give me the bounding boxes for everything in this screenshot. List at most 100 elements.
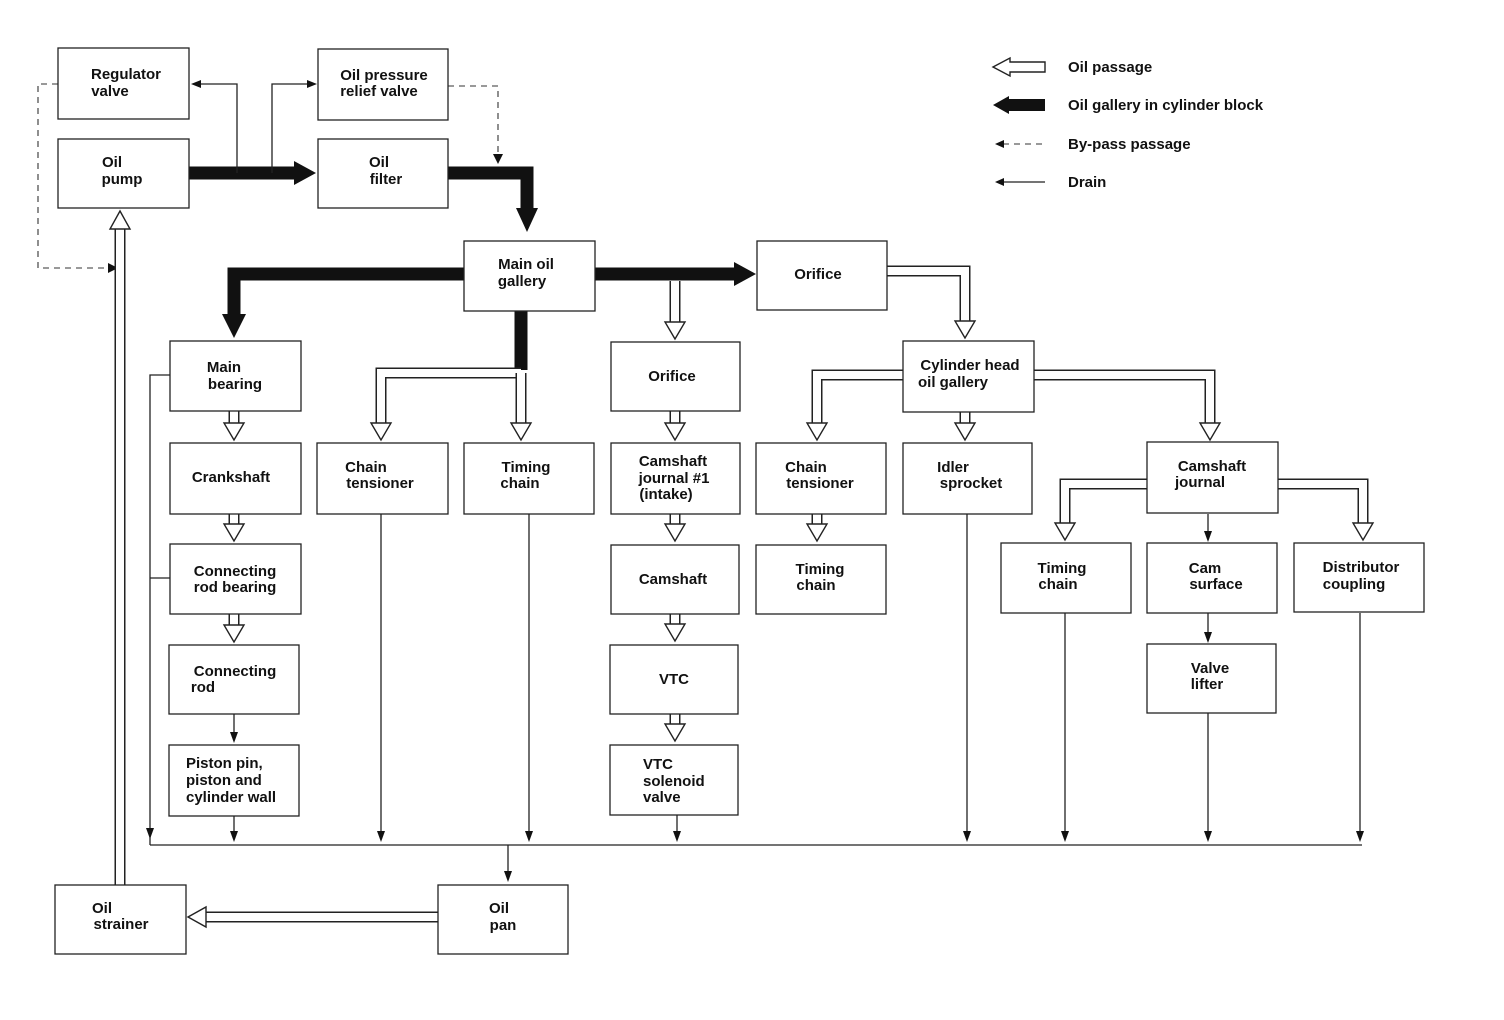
- distributor-coupling-label-1: Distributor: [1323, 559, 1400, 576]
- valve-lifter-label-1: Valve: [1191, 660, 1229, 677]
- valve-lifter-box: Valve lifter: [1146, 643, 1277, 714]
- vtc-solenoid-valve-box: VTC solenoid valve: [609, 744, 739, 816]
- distributor-coupling-label-2: coupling: [1323, 576, 1386, 593]
- oil-pump-label-1: Oil: [102, 154, 122, 171]
- regulator-valve-label-2: valve: [91, 83, 129, 100]
- legend-bypass-label: By-pass passage: [1068, 136, 1191, 153]
- timing-chain-mid-label-1: Timing: [796, 561, 845, 578]
- connecting-rod-label-2: rod: [191, 679, 215, 696]
- connecting-rod-bearing-box: Connecting rod bearing: [169, 543, 302, 615]
- distributor-coupling-box: Distributor coupling: [1293, 542, 1425, 613]
- timing-chain-right-label-1: Timing: [1038, 560, 1087, 577]
- vtc-label: VTC: [659, 671, 689, 688]
- crankshaft-box: Crankshaft: [169, 442, 302, 515]
- oil-pressure-relief-valve-box: Oil pressure relief valve: [317, 48, 449, 121]
- cylinder-head-gallery-label-1: Cylinder head: [920, 357, 1019, 374]
- legend-drain-label: Drain: [1068, 174, 1106, 191]
- hollow-passages: [108, 209, 1375, 929]
- main-bearing-box: Main bearing: [169, 340, 302, 412]
- relief-valve-label-2: relief valve: [340, 83, 418, 100]
- relief-valve-label-1: Oil pressure: [340, 67, 428, 84]
- vtc-solenoid-label-3: valve: [643, 789, 681, 806]
- piston-pin-label-1: Piston pin,: [186, 755, 263, 772]
- connecting-rod-label-1: Connecting: [194, 663, 277, 680]
- valve-lifter-label-2: lifter: [1191, 676, 1224, 693]
- legend-drain-arrow-icon: [995, 178, 1045, 186]
- regulator-valve-label-1: Regulator: [91, 66, 161, 83]
- main-oil-gallery-label-2: gallery: [498, 273, 547, 290]
- connecting-rod-bearing-label-2: rod bearing: [194, 579, 277, 596]
- cylinder-head-gallery-label-2: oil gallery: [918, 374, 989, 391]
- main-oil-gallery-label-1: Main oil: [498, 256, 554, 273]
- camshaft-journal-label-1: Camshaft: [1178, 458, 1246, 475]
- legend-oil-passage-label: Oil passage: [1068, 59, 1152, 76]
- chain-tensioner-right-label-1: Chain: [785, 459, 827, 476]
- camshaft-journal-1-label-2: journal #1: [638, 470, 710, 487]
- oil-pan-label-1: Oil: [489, 900, 509, 917]
- regulator-valve-box: Regulator valve: [57, 47, 190, 120]
- idler-sprocket-box: Idler sprocket: [902, 442, 1033, 515]
- legend-oil-gallery-label: Oil gallery in cylinder block: [1068, 97, 1264, 114]
- chain-tensioner-left-box: Chain tensioner: [316, 442, 449, 515]
- vtc-solenoid-label-2: solenoid: [643, 773, 705, 790]
- timing-chain-mid-box: Timing chain: [755, 544, 887, 615]
- camshaft-box: Camshaft: [610, 544, 740, 615]
- connecting-rod-bearing-label-1: Connecting: [194, 563, 277, 580]
- idler-sprocket-label-1: Idler: [937, 459, 969, 476]
- oil-filter-box: Oil filter: [317, 138, 449, 209]
- orifice-top-box: Orifice: [756, 240, 888, 311]
- chain-tensioner-left-label-1: Chain: [345, 459, 387, 476]
- connecting-rod-box: Connecting rod: [168, 644, 300, 715]
- camshaft-journal-box: Camshaft journal: [1146, 441, 1279, 514]
- main-bearing-label-2: bearing: [208, 376, 262, 393]
- camshaft-journal-1-label-3: (intake): [639, 486, 692, 503]
- oil-pan-label-2: pan: [490, 917, 517, 934]
- oil-strainer-label-2: strainer: [93, 916, 148, 933]
- cam-surface-label-2: surface: [1189, 576, 1242, 593]
- vtc-solenoid-label-1: VTC: [643, 756, 673, 773]
- legend-thick-arrow-icon: [993, 96, 1045, 114]
- crankshaft-label: Crankshaft: [192, 469, 270, 486]
- cam-surface-box: Cam surface: [1146, 542, 1278, 614]
- oil-pump-box: Oil pump: [57, 138, 190, 209]
- piston-pin-label-3: cylinder wall: [186, 789, 276, 806]
- pump-outlet-lines: [191, 80, 317, 173]
- chain-tensioner-right-label-2: tensioner: [786, 475, 854, 492]
- oil-strainer-box: Oil strainer: [54, 884, 187, 955]
- bypass-lines: [37, 83, 503, 273]
- cylinder-head-oil-gallery-box: Cylinder head oil gallery: [902, 340, 1035, 413]
- orifice-mid-box: Orifice: [610, 341, 741, 412]
- oil-pan-box: Oil pan: [437, 884, 569, 955]
- gallery-arrows: [189, 161, 756, 370]
- legend-hollow-arrow-icon: [991, 56, 1046, 78]
- timing-chain-left-label-1: Timing: [502, 459, 551, 476]
- cam-surface-label-1: Cam: [1189, 560, 1222, 577]
- timing-chain-left-box: Timing chain: [463, 442, 595, 515]
- timing-chain-right-box: Timing chain: [1000, 542, 1132, 614]
- oil-pump-label-2: pump: [102, 171, 143, 188]
- piston-pin-box: Piston pin, piston and cylinder wall: [168, 744, 300, 817]
- idler-sprocket-label-2: sprocket: [940, 475, 1003, 492]
- oil-filter-label-2: filter: [370, 171, 403, 188]
- legend: Oil passage Oil gallery in cylinder bloc…: [991, 56, 1264, 191]
- main-oil-gallery-box: Main oil gallery: [463, 240, 596, 312]
- camshaft-label: Camshaft: [639, 571, 707, 588]
- orifice-top-label: Orifice: [794, 266, 842, 283]
- orifice-mid-label: Orifice: [648, 368, 696, 385]
- timing-chain-right-label-2: chain: [1038, 576, 1077, 593]
- main-bearing-label-1: Main: [207, 359, 241, 376]
- chain-tensioner-left-label-2: tensioner: [346, 475, 414, 492]
- timing-chain-mid-label-2: chain: [796, 577, 835, 594]
- piston-pin-label-2: piston and: [186, 772, 262, 789]
- oil-strainer-label-1: Oil: [92, 900, 112, 917]
- timing-chain-left-label-2: chain: [500, 475, 539, 492]
- camshaft-journal-1-box: Camshaft journal #1 (intake): [610, 442, 741, 515]
- camshaft-journal-label-2: journal: [1174, 474, 1225, 491]
- camshaft-journal-1-label-1: Camshaft: [639, 453, 707, 470]
- vtc-box: VTC: [609, 644, 739, 715]
- legend-bypass-arrow-icon: [995, 140, 1045, 148]
- chain-tensioner-right-box: Chain tensioner: [755, 442, 887, 515]
- drain-lines: [146, 374, 1364, 882]
- oil-filter-label-1: Oil: [369, 154, 389, 171]
